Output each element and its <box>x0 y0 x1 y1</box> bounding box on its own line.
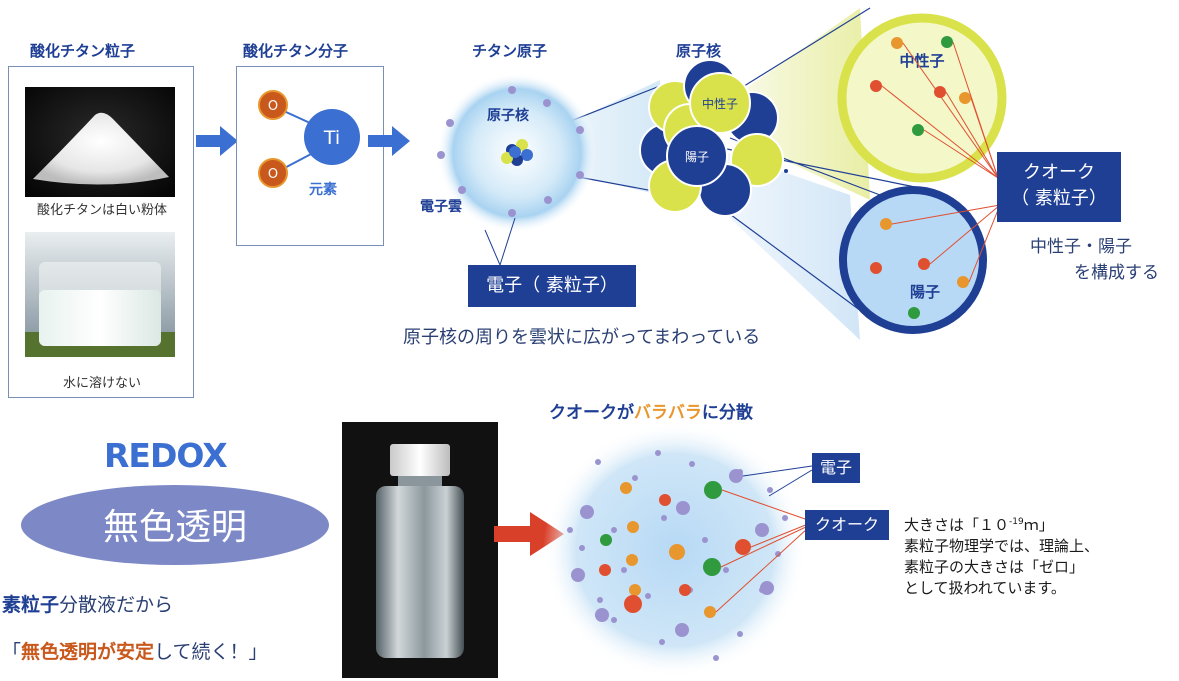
quark-scatter-diagram <box>543 422 813 678</box>
quark-dot-icons <box>870 218 969 319</box>
electron-tag: 電子 <box>812 453 860 483</box>
powder-panel: 酸化チタンは白い粉体 水に溶けない <box>8 66 194 398</box>
bottle-photo <box>342 422 498 678</box>
arrow-right-icon <box>196 126 238 156</box>
size-line1b: ｍ」 <box>1023 516 1054 534</box>
dispersion-rest: 分散液だから <box>59 594 174 616</box>
elementary-particle-word: 素粒子 <box>2 594 60 616</box>
neutron-zoom-circle <box>837 13 1007 183</box>
nucleus-neutron-label: 中性子 <box>702 96 738 111</box>
titanium-atom-title: チタン原子 <box>472 42 548 60</box>
quark-box-line2: （ 素粒子） <box>1011 188 1107 209</box>
large-electron-dot-icons <box>571 469 774 637</box>
scatter-title-c: に分散 <box>701 403 753 423</box>
white-powder-photo <box>25 87 175 197</box>
electron-dot-icons <box>437 86 584 217</box>
oxygen-label-top: O <box>268 99 278 114</box>
colorless-text: 無色透明 <box>103 507 247 548</box>
quark-description-line1: 中性子・陽子 <box>1030 237 1132 257</box>
stability-rest: して続く！」 <box>154 641 268 663</box>
electron-particle-box: 電子（ 素粒子） <box>468 265 636 307</box>
size-description: 大きさは「１０-19ｍ」 素粒子物理学では、理論上、 素粒子の大きさは「ゼロ」 … <box>904 512 1099 599</box>
quark-dot-icons <box>599 481 751 618</box>
powder-caption: 酸化チタンは白い粉体 <box>36 203 167 218</box>
titanium-atom-icon <box>304 109 360 165</box>
dispersion-line: 素粒子分散液だから <box>2 590 173 617</box>
molecule-panel-title: 酸化チタン分子 <box>243 42 349 60</box>
electron-dot-icons <box>567 450 788 661</box>
electron-description: 原子核の周りを雲状に広がってまわっている <box>403 327 761 348</box>
stability-line: 「無色透明が安定して続く！」 <box>2 637 267 664</box>
quark-tag: クオーク <box>805 510 889 540</box>
stable-phrase: 無色透明が安定 <box>21 641 155 663</box>
scatter-pointer-lines <box>715 489 809 613</box>
oxygen-atom-icon <box>258 158 288 188</box>
size-line2: 素粒子物理学では、理論上、 <box>904 537 1100 555</box>
beaker-photo <box>25 232 175 357</box>
tio2-molecule-diagram: O O Ti <box>258 90 360 188</box>
scatter-title: クオークがバラバラに分散 <box>549 398 753 423</box>
quote-open: 「 <box>2 641 22 663</box>
size-line1: 大きさは「１０-19ｍ」 <box>904 512 1099 536</box>
nucleus-title: 原子核 <box>676 42 722 60</box>
oxygen-atom-icon <box>258 90 288 120</box>
proton-zoom-label: 陽子 <box>910 283 940 301</box>
small-nucleus-icon <box>501 139 533 166</box>
neutron-zoom-label: 中性子 <box>899 52 944 70</box>
scatter-title-a: クオークが <box>549 403 634 423</box>
nucleus-cluster-icon <box>639 59 784 217</box>
molecule-panel: O O Ti 元素 <box>236 66 384 246</box>
colorless-ellipse: 無色透明 <box>21 485 329 565</box>
quark-particle-box: クオーク （ 素粒子） <box>997 152 1121 222</box>
scatter-title-b: バラバラ <box>634 403 702 423</box>
nucleus-proton-label: 陽子 <box>685 150 709 164</box>
redox-logo: REDOX <box>104 436 228 475</box>
atom-nucleus-label: 原子核 <box>487 108 529 124</box>
titanium-label: Ti <box>323 127 340 149</box>
arrow-right-icon <box>368 126 410 156</box>
size-line1a: 大きさは「１０ <box>904 516 1010 534</box>
quark-pointer-lines <box>881 41 1001 283</box>
electron-pointer-lines <box>742 465 813 497</box>
powder-panel-title: 酸化チタン粒子 <box>30 42 136 60</box>
size-line4: として扱われています。 <box>904 579 1066 597</box>
oxygen-label-bottom: O <box>268 167 278 182</box>
quark-dot-icons <box>870 36 971 136</box>
beaker-caption: 水に溶けない <box>62 376 141 391</box>
electron-cloud-label: 電子雲 <box>420 199 462 215</box>
quark-description-line2: を構成する <box>1074 263 1159 283</box>
element-label: 元素 <box>309 182 337 198</box>
proton-zoom-circle <box>839 186 987 334</box>
quark-box-line1: クオーク <box>1023 162 1095 183</box>
size-exponent: -19 <box>1009 517 1024 527</box>
size-line3: 素粒子の大きさは「ゼロ」 <box>904 558 1085 576</box>
